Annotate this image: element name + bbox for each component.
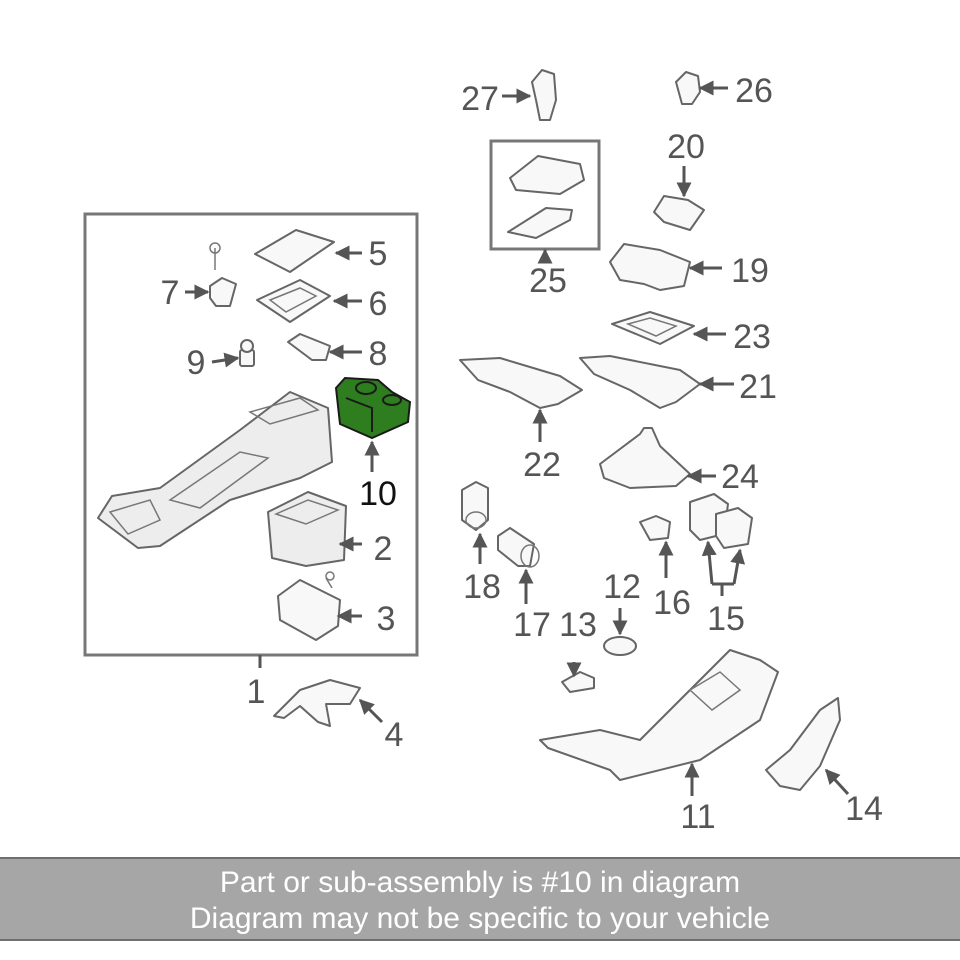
callout-20: 20 <box>667 128 705 166</box>
part-18-socket-cover <box>461 481 489 531</box>
part-27-knob <box>531 69 557 121</box>
callout-2: 2 <box>374 530 393 568</box>
part-26-knob <box>675 71 701 105</box>
callout-17: 17 <box>513 606 551 644</box>
callout-3: 3 <box>377 600 396 638</box>
part-14-side-trim <box>765 697 841 791</box>
part-8-latch <box>287 333 331 361</box>
part-22-trim-panel <box>459 357 583 409</box>
callout-25: 25 <box>529 262 567 300</box>
part-15-switches <box>689 493 753 549</box>
callout-5: 5 <box>369 235 388 273</box>
leader-lines <box>185 80 850 796</box>
part-4-bracket <box>273 679 361 727</box>
callout-4: 4 <box>385 716 404 754</box>
banner-part-note: Part or sub-assembly is #10 in diagram <box>219 866 741 899</box>
part-25-shifter <box>507 155 585 239</box>
callout-10: 10 <box>359 475 397 513</box>
callout-14: 14 <box>845 790 883 828</box>
part-19-bezel-switch <box>609 243 691 291</box>
part-2-storage-bin <box>267 491 347 567</box>
callout-16: 16 <box>653 584 691 622</box>
part-10-cup-holder[interactable] <box>334 376 412 440</box>
callout-13: 13 <box>559 606 597 644</box>
part-3-bracket <box>277 571 341 641</box>
part-13-clip <box>561 671 595 693</box>
part-6-lid <box>256 279 331 323</box>
callout-27: 27 <box>461 80 499 118</box>
callout-9: 9 <box>187 344 206 382</box>
callout-26: 26 <box>735 72 773 110</box>
banner-disclaimer: Diagram may not be specific to your vehi… <box>189 902 771 935</box>
part-20-switch <box>653 195 705 231</box>
assembly-box-1 <box>83 212 419 657</box>
part-24-shift-boot <box>599 427 691 489</box>
part-21-trim-panel <box>579 355 701 409</box>
callout-23: 23 <box>733 318 771 356</box>
callout-24: 24 <box>721 458 759 496</box>
callout-15: 15 <box>707 600 745 638</box>
callout-21: 21 <box>739 368 777 406</box>
info-banner: Part or sub-assembly is #10 in diagram D… <box>0 857 960 941</box>
callout-22: 22 <box>523 446 561 484</box>
part-23-frame <box>611 311 695 345</box>
part-main-console <box>97 391 333 549</box>
callout-18: 18 <box>463 568 501 606</box>
callout-1: 1 <box>247 673 266 711</box>
callout-11: 11 <box>680 798 715 836</box>
part-17-socket <box>497 527 540 568</box>
part-11-lower-console <box>539 649 779 781</box>
callout-6: 6 <box>369 285 388 323</box>
callout-19: 19 <box>731 252 769 290</box>
callout-8: 8 <box>369 335 388 373</box>
part-5-lid <box>254 229 335 273</box>
callout-12: 12 <box>603 568 641 606</box>
part-16-switch <box>639 515 671 541</box>
part-12-plug <box>603 636 637 656</box>
callout-7: 7 <box>161 274 180 312</box>
part-7-clip <box>209 242 237 307</box>
part-9-fastener <box>239 339 255 367</box>
